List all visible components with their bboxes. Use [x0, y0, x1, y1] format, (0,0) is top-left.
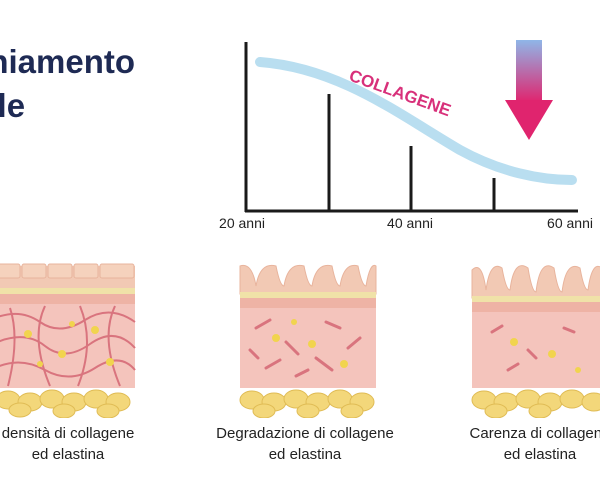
- title-line-1: chiamento: [0, 43, 136, 80]
- tick-label-40: 40 anni: [387, 215, 433, 231]
- page-title: chiamento elle: [0, 40, 135, 128]
- tick-label-20: 20 anni: [219, 215, 265, 231]
- skin-panel-healthy: [0, 263, 136, 418]
- skin-panel-deficient: [471, 265, 600, 418]
- tick-label-60: 60 anni: [547, 215, 593, 231]
- skin-panel-degraded: [239, 264, 377, 418]
- caption-healthy-line-1: densità di collagene: [1, 425, 135, 442]
- title-line-2: elle: [0, 87, 26, 124]
- caption-degraded-line-1: Degradazione di collagene: [216, 425, 394, 442]
- caption-deficient-line-2: ed elastina: [503, 446, 577, 463]
- collagen-chart: COLLAGENE: [244, 40, 578, 213]
- collagen-curve: [255, 57, 577, 185]
- caption-deficient-line-1: Carenza di collagene: [469, 425, 600, 442]
- caption-deficient: Carenza di collagene ed elastina: [430, 423, 600, 465]
- decline-arrow-icon: [505, 40, 553, 140]
- caption-degraded: Degradazione di collagene ed elastina: [195, 423, 415, 465]
- caption-healthy-line-2: ed elastina: [31, 446, 105, 463]
- caption-degraded-line-2: ed elastina: [268, 446, 342, 463]
- caption-healthy: densità di collagene ed elastina: [0, 423, 178, 465]
